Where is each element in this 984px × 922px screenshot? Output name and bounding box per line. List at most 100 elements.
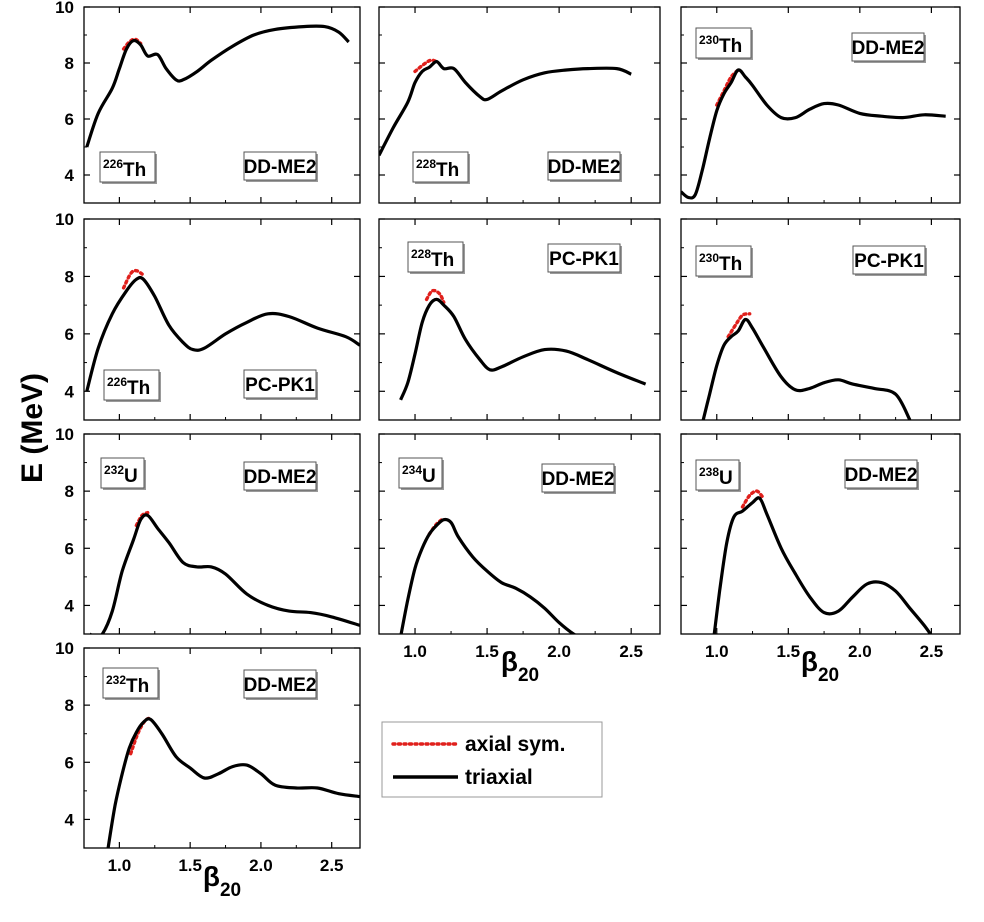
x-tick-label: 1.5 [178, 856, 202, 875]
curve-group [399, 516, 577, 634]
panel-frame [83, 433, 361, 635]
element-symbol: Th [436, 160, 459, 181]
y-axis-label: E (MeV) [16, 373, 49, 483]
nucleus-tag-box [407, 241, 464, 273]
axial-sym-curve [740, 489, 765, 509]
element-symbol: Th [126, 676, 149, 697]
element-symbol: Th [123, 160, 146, 181]
triaxial-curve [89, 513, 360, 634]
axial-sym-curve [413, 58, 439, 74]
nucleus-label: 232Th [106, 673, 149, 697]
triaxial-curve [701, 317, 912, 420]
panel-frame [680, 218, 961, 421]
panel-pcpk1-230th: 230Th PC-PK1 [680, 218, 961, 421]
panel-frame [83, 6, 361, 204]
curve-group [701, 312, 912, 420]
triaxial-curve [712, 496, 933, 634]
model-label: DD-ME2 [244, 157, 317, 178]
curve-group [681, 68, 946, 200]
model-tag-box [541, 463, 615, 493]
curve-group [712, 489, 933, 634]
element-symbol: Th [431, 250, 454, 271]
x-axis-symbol: β [203, 861, 220, 892]
model-tag-box [851, 32, 925, 62]
element-symbol: Th [719, 36, 742, 57]
mass-number: 226 [107, 375, 127, 389]
mass-number: 228 [411, 247, 431, 261]
panel-frame [378, 433, 661, 635]
y-tick-label: 8 [65, 482, 74, 501]
nucleus-tag-box [398, 457, 443, 489]
x-tick-label: 2.5 [920, 642, 944, 661]
legend: axial sym. triaxial [381, 721, 603, 798]
curve-group [106, 716, 360, 848]
x-axis-subscript: 20 [220, 880, 241, 901]
x-tick-label: 2.5 [320, 856, 344, 875]
triaxial-curve [85, 24, 350, 148]
model-tag-box [844, 459, 918, 489]
x-tick-label: 1.5 [475, 642, 499, 661]
nucleus-label: 238U [699, 465, 733, 489]
panel-frame [83, 647, 361, 849]
mass-number: 230 [699, 33, 719, 47]
model-label: DD-ME2 [852, 38, 925, 59]
x-tick-label: 1.0 [108, 856, 132, 875]
panel-frame [680, 433, 961, 635]
mass-number: 230 [699, 251, 719, 265]
legend-label: triaxial [465, 766, 533, 789]
model-label: DD-ME2 [244, 467, 317, 488]
model-label: PC-PK1 [854, 251, 924, 272]
nucleus-label: 232U [104, 463, 138, 487]
nucleus-tag-box [695, 459, 740, 491]
nucleus-label: 230Th [699, 251, 742, 275]
x-axis-subscript: 20 [818, 665, 839, 686]
y-tick-label: 4 [65, 596, 75, 615]
triaxial-curve [399, 297, 647, 401]
nucleus-label: 228Th [416, 157, 459, 181]
panel-ddme2-230th: 230Th DD-ME2 [680, 6, 961, 204]
model-tag-box [243, 151, 317, 181]
element-symbol: Th [127, 378, 150, 399]
y-tick-label: 6 [65, 325, 74, 344]
curve-group [85, 24, 350, 148]
y-tick-label: 4 [65, 166, 75, 185]
element-symbol: U [719, 468, 733, 489]
nucleus-label: 228Th [411, 247, 454, 271]
x-axis-label: β20 [801, 646, 839, 686]
nucleus-label: 226Th [103, 157, 146, 181]
y-tick-label: 10 [55, 210, 74, 229]
triaxial-curve [399, 517, 577, 634]
legend-box [381, 721, 603, 798]
x-tick-label: 1.0 [705, 642, 729, 661]
curve-group [379, 58, 632, 157]
panel-frame [83, 218, 361, 421]
element-symbol: U [422, 466, 436, 487]
y-tick-label: 4 [65, 810, 75, 829]
model-tag-box [243, 669, 317, 699]
triaxial-curve [681, 68, 946, 200]
nucleus-tag-box [695, 27, 752, 59]
mass-number: 232 [104, 463, 124, 477]
y-tick-label: 4 [65, 382, 75, 401]
axial-sym-curve [121, 268, 146, 290]
legend-label: axial sym. [465, 733, 565, 756]
nucleus-tag-box [695, 245, 752, 277]
x-axis-label: β20 [501, 646, 539, 686]
panel-frame [378, 6, 661, 204]
y-tick-label: 8 [65, 54, 74, 73]
axial-sym-curve [726, 312, 752, 339]
mass-number: 228 [416, 157, 436, 171]
x-tick-label: 1.5 [776, 642, 800, 661]
x-tick-label: 2.0 [249, 856, 273, 875]
model-tag-box [547, 151, 621, 181]
nucleus-label: 226Th [107, 375, 150, 399]
axial-sym-curve [424, 288, 446, 304]
x-tick-label: 1.0 [403, 642, 427, 661]
mass-number: 232 [106, 673, 126, 687]
model-tag-box [852, 245, 926, 275]
